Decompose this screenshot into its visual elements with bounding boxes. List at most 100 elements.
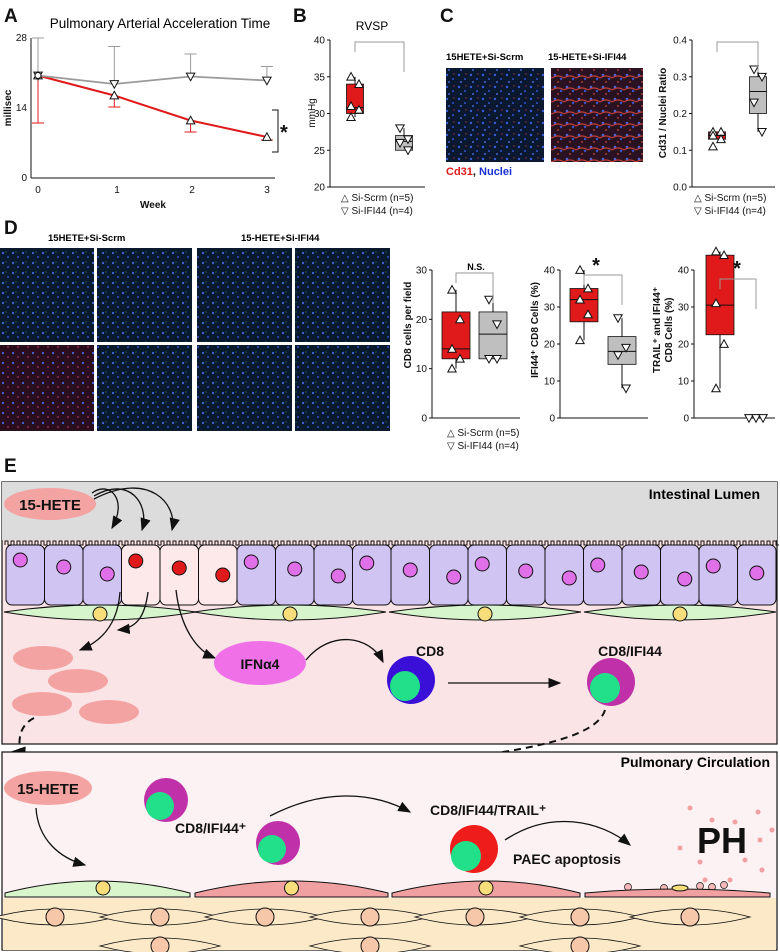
micrograph-ifi44 [551, 68, 643, 162]
epithelial-cell [236, 544, 276, 606]
data-point [402, 146, 414, 156]
data-point [574, 264, 586, 274]
stain-legend: Cd31, Nuclei [446, 166, 512, 178]
cd8-ifi44-nucleus [258, 835, 286, 863]
fibroblast-nucleus [672, 606, 688, 622]
data-point [109, 80, 120, 90]
panel-d-plot1-ylabel: CD8 cells per field [403, 282, 414, 369]
epithelial-cell [698, 544, 738, 606]
hete-blob [79, 700, 139, 724]
y-tick-label: 40 [678, 266, 690, 277]
data-point [345, 100, 357, 111]
data-point [483, 354, 495, 365]
panel-c-ylabel: Cd31 / Nuclei Ratio [658, 68, 669, 159]
intestinal-lumen-label: Intestinal Lumen [649, 486, 760, 502]
endothelial-nucleus [95, 880, 111, 896]
panel-c-plot: 0.00.10.20.30.4 [673, 36, 775, 194]
cd8-trail-nucleus [451, 841, 481, 871]
data-point [710, 383, 722, 393]
data-point [446, 284, 458, 294]
panel-d-plot2-sig: * [592, 255, 600, 277]
data-point [710, 246, 722, 256]
smooth-muscle-nucleus [150, 936, 170, 952]
epithelial-nucleus-red [215, 567, 231, 583]
epithelial-cell [352, 544, 392, 606]
smooth-muscle-nucleus [255, 907, 275, 927]
cd8-label: CD8 [416, 643, 444, 659]
apoptotic-dot [677, 845, 683, 851]
micrograph-tile [0, 248, 94, 342]
endothelial-cell [584, 888, 771, 898]
legend-si-ifi44: ▽ Si-IFI44 (n=4) [447, 441, 519, 452]
ifn-blob [214, 641, 306, 685]
data-point [718, 249, 730, 260]
epithelial-nucleus [677, 571, 693, 587]
y-tick-label: 10 [544, 377, 556, 388]
box [607, 336, 637, 365]
data-point [34, 72, 42, 79]
series-line-si-scrm [37, 74, 268, 138]
apoptotic-dot [742, 857, 748, 863]
y-tick-label: 30 [544, 303, 556, 314]
epithelial-nucleus [243, 554, 259, 570]
apoptotic-dot [687, 805, 693, 811]
apoptotic-dot [769, 827, 775, 833]
epithelial-nucleus [705, 558, 721, 574]
smooth-muscle-nucleus [150, 907, 170, 927]
panel-b-letter: B [293, 6, 307, 27]
panel-d-plot2-ylabel: IFI44⁺ CD8 Cells (%) [530, 282, 541, 378]
panel-c-image-label-1: 15HETE+Si-Scrm [446, 52, 523, 63]
arrow [35, 807, 87, 867]
box [749, 76, 767, 114]
box [569, 288, 599, 323]
apoptotic-dot [732, 819, 738, 825]
apoptotic-dot [757, 837, 763, 843]
hete-15-label: 15-HETE [17, 781, 79, 798]
data-point [402, 135, 414, 145]
dashed-arrow [10, 717, 35, 768]
legend-si-scrm: △ Si-Scrm (n=5) [341, 193, 413, 204]
epithelial-nucleus [99, 566, 115, 582]
epithelial-nucleus [56, 559, 72, 575]
data-point [261, 76, 272, 86]
epithelial-nucleus [446, 569, 462, 585]
hete-blob [12, 692, 72, 716]
panel-a-sig: * [280, 122, 288, 144]
epithelial-cell [121, 544, 161, 606]
y-tick-label: 30 [678, 303, 690, 314]
arrow [175, 589, 217, 659]
legend-si-ifi44: ▽ Si-IFI44 (n=4) [341, 206, 413, 217]
arrow [305, 638, 384, 664]
epithelial-nucleus [561, 570, 577, 586]
panel-a-letter: A [4, 6, 18, 27]
micrograph-tile [197, 248, 292, 342]
apoptotic-body [720, 881, 728, 889]
endothelial-nucleus [478, 880, 494, 896]
data-point [620, 343, 632, 353]
epithelial-nucleus [359, 555, 375, 571]
epithelial-cell [467, 544, 507, 606]
fibroblast-nucleus [92, 606, 108, 622]
y-tick-label: 20 [314, 183, 326, 194]
epithelial-nucleus-red [171, 560, 187, 576]
fibroblast-nucleus [282, 606, 298, 622]
y-tick-label: 10 [678, 377, 690, 388]
epithelial-cell [583, 544, 623, 606]
hete-15-blob [4, 771, 92, 805]
data-point [743, 414, 755, 424]
panel-b-title: RVSP [356, 19, 388, 33]
panel-d: D 15HETE+Si-Scrm 15-HETE+Si-IFI44 CD8 ce… [0, 218, 775, 452]
panel-d-plot3-ylabel-1: TRAIL⁺ and IFI44⁺ [652, 287, 663, 373]
sig-bracket [719, 278, 757, 309]
smooth-muscle-nucleus [680, 907, 700, 927]
data-point [261, 131, 272, 141]
data-point [491, 354, 503, 365]
sig-bracket [716, 41, 759, 72]
data-point [185, 72, 196, 82]
data-point [620, 384, 632, 394]
endothelium [4, 880, 771, 898]
sig-bracket [583, 274, 623, 305]
smooth-muscle-nucleus [570, 907, 590, 927]
smooth-muscle-nucleus [45, 907, 65, 927]
